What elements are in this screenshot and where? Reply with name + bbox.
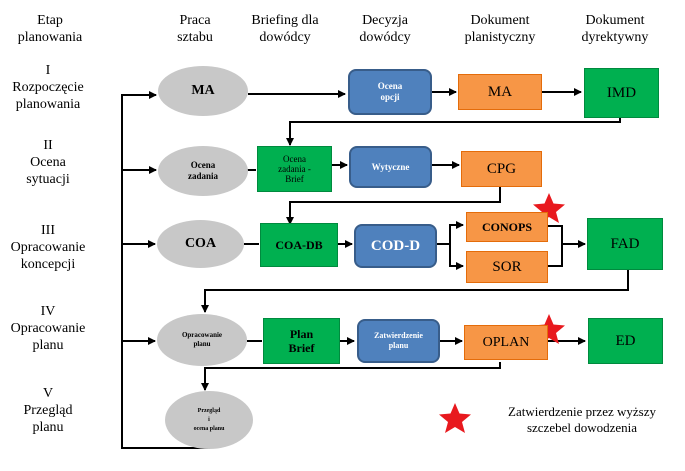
header-briefing: Briefing dla dowódcy [251, 13, 319, 45]
node-ocena-zadania: Ocena zadania [158, 146, 248, 196]
node-coa: COA [157, 220, 244, 268]
edge-fad-down-to-row4 [201, 270, 629, 313]
node-ma-doc: MA [458, 74, 542, 110]
stage-4: IV Opracowanie planu [0, 303, 96, 354]
approval-star-conops [533, 193, 565, 223]
node-plan-brief: Plan Brief [263, 318, 340, 364]
node-opracowanie-planu: Opracowanie planu [157, 314, 247, 366]
stage-1-name: Rozpoczęcie planowania [12, 80, 84, 112]
stage-3: III Opracowanie koncepcji [0, 222, 96, 273]
node-zatwierdzenie-planu: Zatwierdzenie planu [357, 319, 440, 363]
node-conops: CONOPS [466, 212, 548, 242]
header-decision: Decyzja dowódcy [359, 13, 411, 45]
stage-4-name: Opracowanie planu [10, 321, 86, 353]
node-wytyczne: Wytyczne [349, 146, 432, 188]
node-ocena-opcji: Ocena opcji [348, 69, 432, 115]
stage-5-number: V [42, 386, 54, 401]
edge-cpg-down-to-row3 [286, 187, 501, 225]
stage-4-number: IV [40, 304, 56, 319]
node-cod-d: COD-D [354, 224, 437, 268]
header-directive-doc: Dokument dyrektywny [581, 13, 649, 45]
stage-5: V Przegląd planu [0, 385, 96, 436]
edge-conops-to-fad [548, 225, 586, 248]
edge-sor-to-fad [548, 244, 563, 267]
node-cpg: CPG [461, 151, 542, 187]
edge-split-to-sor [449, 244, 464, 270]
node-coa-db: COA-DB [260, 223, 338, 267]
node-sor: SOR [466, 251, 548, 283]
edge-imd-down-to-row2 [286, 118, 621, 146]
edge-cod-d-to-split [437, 221, 464, 245]
stage-3-number: III [41, 223, 55, 238]
node-imd: IMD [584, 68, 659, 118]
stage-1-number: I [45, 63, 51, 78]
stage-2-name: Ocena sytuacji [26, 155, 70, 187]
node-oplan: OPLAN [464, 325, 548, 360]
node-fad: FAD [587, 218, 663, 270]
node-ed: ED [588, 318, 663, 364]
stage-1: I Rozpoczęcie planowania [0, 62, 96, 113]
header-stage: Etap planowania [17, 13, 83, 45]
edge-oplan-down-to-row5 [201, 362, 501, 391]
node-ma-oval: MA [158, 66, 248, 116]
legend-text: Zatwierdzenie przez wyższy szczebel dowo… [508, 404, 656, 435]
stage-2: II Ocena sytuacji [0, 137, 96, 188]
stage-5-name: Przegląd planu [23, 403, 73, 435]
stage-2-number: II [43, 138, 53, 153]
approval-star-oplan [533, 314, 565, 344]
header-planning-doc: Dokument planistyczny [464, 13, 536, 45]
legend-star-icon [439, 403, 471, 433]
header-staff: Praca sztabu [177, 13, 213, 45]
stage-3-name: Opracowanie koncepcji [10, 240, 86, 272]
node-przeglad: Przegląd i ocena planu [165, 391, 253, 449]
node-ocena-zadania-brief: Ocena zadania - Brief [257, 146, 332, 192]
